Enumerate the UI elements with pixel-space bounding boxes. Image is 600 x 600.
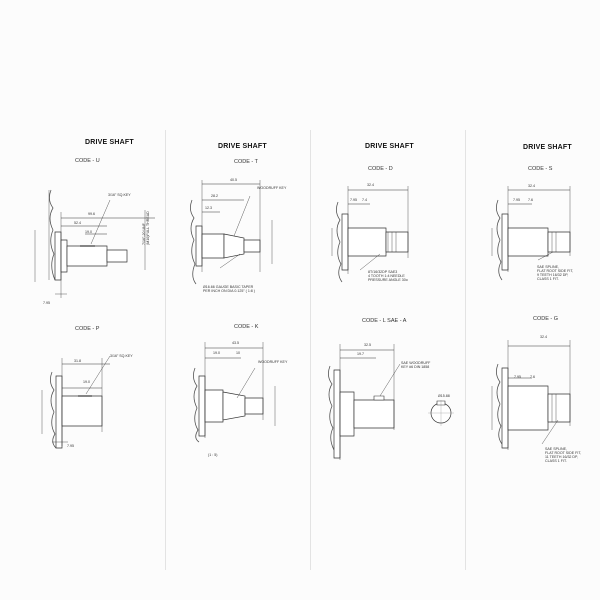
code-label: CODE - D bbox=[368, 166, 393, 172]
column-divider bbox=[165, 130, 166, 570]
spline-note: SAE SPLINE,FLAT ROOT SIDE FIT,11 TEETH 1… bbox=[545, 447, 582, 464]
key-note: WOODRUFF KEY bbox=[257, 186, 287, 190]
dimension-label: 19.7 bbox=[357, 352, 364, 356]
shaft-drawing-code-t bbox=[180, 172, 310, 312]
dimension-label: 32.4 bbox=[367, 183, 374, 187]
dimension-label: 52.4 bbox=[74, 221, 81, 225]
code-label: CODE - U bbox=[75, 158, 100, 164]
section-title: DRIVE SHAFT bbox=[218, 143, 267, 150]
code-label: CODE - L SAE - A bbox=[362, 318, 407, 324]
dimension-label: 28.2 bbox=[211, 194, 218, 198]
key-note: 3/16" SQ.KEY bbox=[110, 354, 133, 358]
dimension-label: 32.4 bbox=[540, 335, 547, 339]
dimension-label: 10 bbox=[236, 351, 240, 355]
dimension-label: 7.95 bbox=[513, 198, 520, 202]
dimension-label: 7.95 bbox=[43, 301, 50, 305]
code-label: CODE - S bbox=[528, 166, 553, 172]
dimension-label: 19.0 bbox=[83, 380, 90, 384]
dimension-label: 7.95 bbox=[350, 198, 357, 202]
code-label: CODE - P bbox=[75, 326, 100, 332]
code-label: CODE - K bbox=[234, 324, 259, 330]
code-label: CODE - T bbox=[234, 159, 259, 165]
dimension-label: 7.95 bbox=[514, 375, 521, 379]
taper-note: (1 : 5) bbox=[208, 453, 218, 457]
key-note: WOODRUFF KEY bbox=[258, 360, 288, 364]
dimension-label: 19.0 bbox=[85, 230, 92, 234]
section-title: DRIVE SHAFT bbox=[85, 139, 134, 146]
section-title: DRIVE SHAFT bbox=[523, 144, 572, 151]
dimension-label: 19.0 bbox=[213, 351, 220, 355]
key-note: 3/16" SQ.KEY bbox=[108, 193, 131, 197]
dimension-label: 32.4 bbox=[528, 184, 535, 188]
dimension-label: Ø15.88 bbox=[438, 394, 450, 398]
dimension-label: 32.5 bbox=[364, 343, 371, 347]
dimension-label: 40.5 bbox=[230, 178, 237, 182]
dimension-label: 7.6 bbox=[530, 375, 535, 379]
thread-note: 7/16"-20 UNF(M10)FULL THREAD bbox=[142, 211, 151, 245]
dimension-label: 7.4 bbox=[362, 198, 367, 202]
section-title: DRIVE SHAFT bbox=[365, 143, 414, 150]
dimension-label: 7.6 bbox=[528, 198, 533, 202]
shaft-drawing-code-l bbox=[316, 330, 461, 470]
column-divider bbox=[465, 130, 466, 570]
shaft-drawing-code-g bbox=[478, 330, 588, 460]
dimension-label: 99.6 bbox=[88, 212, 95, 216]
shaft-drawing-code-s bbox=[478, 180, 588, 290]
dimension-label: 12.3 bbox=[205, 206, 212, 210]
spline-note: SAE SPLINE,FLAT ROOT SIDE FIT,9 TEETH 16… bbox=[537, 265, 574, 282]
dimension-label: 31.8 bbox=[74, 359, 81, 363]
dimension-label: 7.95 bbox=[67, 444, 74, 448]
code-label: CODE - G bbox=[533, 316, 559, 322]
shaft-drawing-code-p bbox=[30, 336, 160, 456]
column-divider bbox=[310, 130, 311, 570]
shaft-drawing-code-u bbox=[25, 170, 160, 310]
shaft-drawing-code-k bbox=[185, 336, 310, 446]
shaft-drawing-code-d bbox=[320, 178, 450, 298]
dimension-label: 43.5 bbox=[232, 341, 239, 345]
